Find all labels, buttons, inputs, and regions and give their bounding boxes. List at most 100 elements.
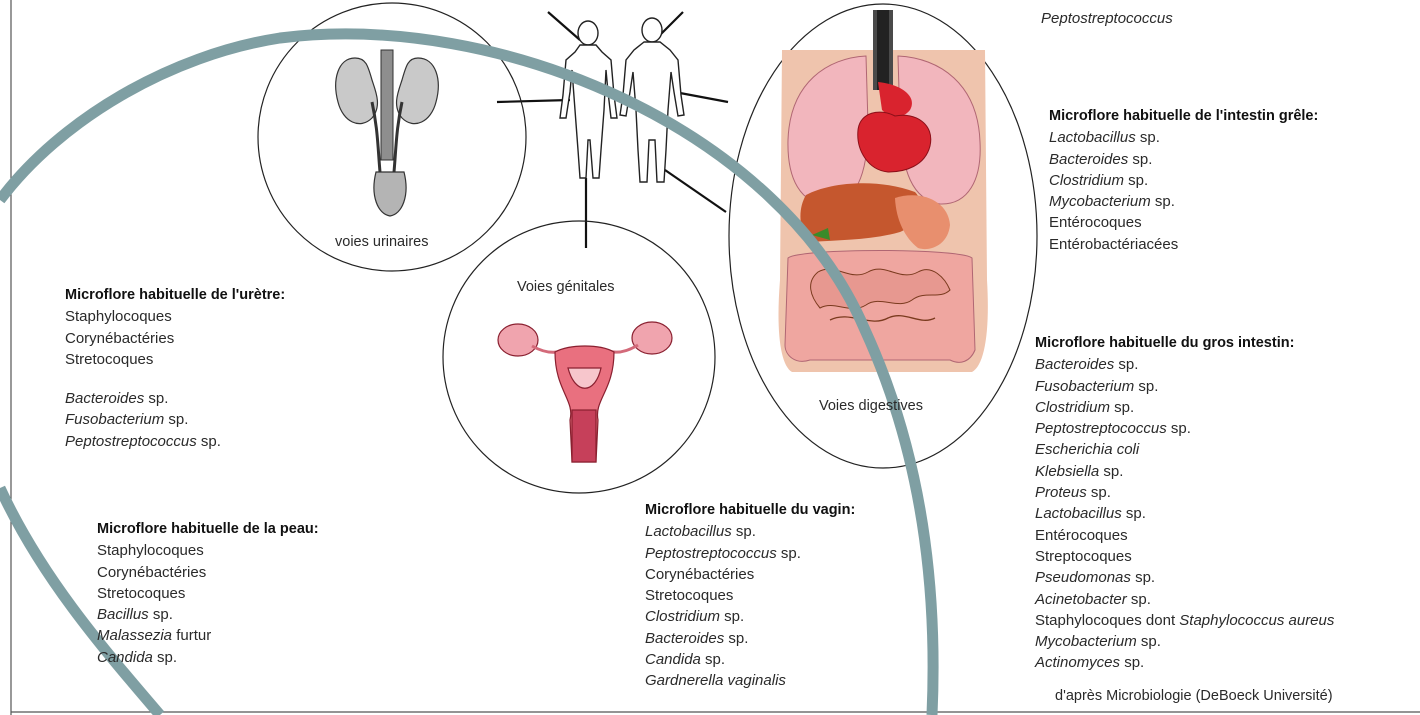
list-item: Staphylocoques (65, 306, 285, 327)
list-item: Gardnerella vaginalis (645, 670, 855, 691)
list-item: Clostridium sp. (645, 606, 855, 627)
list-item: Peptostreptococcus sp. (1035, 418, 1334, 439)
label-genital: Voies génitales (517, 279, 615, 295)
list-item: Peptostreptococcus sp. (65, 431, 285, 452)
list-item: Stretocoques (645, 585, 855, 606)
item-suffix: sp. (1167, 420, 1191, 437)
list-item: Klebsiella sp. (1035, 461, 1334, 482)
label-digestive: Voies digestives (819, 398, 923, 414)
list-item: Entérobactériacées (1049, 234, 1318, 255)
list-item: Bacillus sp. (97, 604, 319, 625)
list-item: Mycobacterium sp. (1049, 191, 1318, 212)
small-intestine-block: Microflore habituelle de l'intestin grêl… (1049, 106, 1318, 255)
species-name: Mycobacterium (1035, 633, 1137, 650)
item-text: Corynébactéries (645, 566, 754, 583)
list-item: Malassezia furtur (97, 625, 319, 646)
species-name: Clostridium (1035, 399, 1110, 416)
species-name: Acinetobacter (1035, 591, 1127, 608)
item-suffix: sp. (777, 545, 801, 562)
large-intestine-block: Microflore habituelle du gros intestin:B… (1035, 333, 1334, 674)
list-item: Candida sp. (645, 649, 855, 670)
list-item: Clostridium sp. (1035, 397, 1334, 418)
item-suffix: sp. (1136, 129, 1160, 146)
list-item: Mycobacterium sp. (1035, 631, 1334, 652)
list-item: Entérocoques (1035, 525, 1334, 546)
item-suffix: sp. (1110, 399, 1134, 416)
list-item: Candida sp. (97, 647, 319, 668)
list-item: Corynébactéries (645, 564, 855, 585)
item-suffix: sp. (732, 523, 756, 540)
item-suffix: sp. (701, 651, 725, 668)
species-name: Malassezia (97, 627, 172, 644)
species-name: Actinomyces (1035, 654, 1120, 671)
item-suffix: sp. (197, 433, 221, 450)
list-item: Bacteroides sp. (1049, 149, 1318, 170)
species-name: Mycobacterium (1049, 193, 1151, 210)
species-name: Lactobacillus (1049, 129, 1136, 146)
item-suffix: furtur (172, 627, 211, 644)
species-name: Escherichia coli (1035, 441, 1139, 458)
item-suffix: sp. (1137, 633, 1161, 650)
list-item: Lactobacillus sp. (1049, 127, 1318, 148)
spacer (65, 370, 285, 388)
block-title: Microflore habituelle de la peau: (97, 519, 319, 540)
item-text: Stretocoques (645, 587, 733, 604)
species-name: Bacteroides (1049, 151, 1128, 168)
list-item: Bacteroides sp. (65, 388, 285, 409)
connector-lines (497, 12, 728, 248)
top-item-peptostreptococcus: Peptostreptococcus (1041, 8, 1173, 29)
list-item: Corynébactéries (97, 562, 319, 583)
list-item: Pseudomonas sp. (1035, 567, 1334, 588)
species-name: Candida (97, 649, 153, 666)
list-item: Clostridium sp. (1049, 170, 1318, 191)
source-credit: d'après Microbiologie (DeBoeck Universit… (1055, 686, 1333, 707)
item-text: Staphylocoques (97, 542, 204, 559)
item-suffix: sp. (1128, 151, 1152, 168)
list-item: Lactobacillus sp. (1035, 503, 1334, 524)
species-name: Clostridium (1049, 172, 1124, 189)
item-suffix: sp. (1122, 505, 1146, 522)
list-item: Stretocoques (97, 583, 319, 604)
item-text: Streptocoques (1035, 548, 1132, 565)
species-name: Peptostreptococcus (645, 545, 777, 562)
item-text: Entérobactériacées (1049, 236, 1178, 253)
species-name: Peptostreptococcus (65, 433, 197, 450)
item-suffix: sp. (1131, 569, 1155, 586)
list-item: Streptocoques (1035, 546, 1334, 567)
urethra-block: Microflore habituelle de l'urètre:Staphy… (65, 285, 285, 452)
species-name: Lactobacillus (1035, 505, 1122, 522)
species-name: Fusobacterium (65, 411, 164, 428)
block-title: Microflore habituelle de l'urètre: (65, 285, 285, 306)
digestive-organs-icon (779, 10, 988, 372)
list-item: Staphylocoques (97, 540, 319, 561)
species-name: Staphylococcus aureus (1179, 612, 1334, 629)
species-name: Lactobacillus (645, 523, 732, 540)
species-name: Bacteroides (1035, 356, 1114, 373)
item-suffix: sp. (1134, 378, 1158, 395)
species-name: Bacillus (97, 606, 149, 623)
list-item: Actinomyces sp. (1035, 652, 1334, 673)
species-name: Gardnerella vaginalis (645, 672, 786, 689)
item-suffix: sp. (149, 606, 173, 623)
item-suffix: sp. (1127, 591, 1151, 608)
list-item: Peptostreptococcus sp. (645, 543, 855, 564)
species-name: Pseudomonas (1035, 569, 1131, 586)
item-suffix: sp. (1087, 484, 1111, 501)
list-item: Proteus sp. (1035, 482, 1334, 503)
item-suffix: sp. (724, 630, 748, 647)
list-item: Fusobacterium sp. (65, 409, 285, 430)
species-name: Candida (645, 651, 701, 668)
item-suffix: sp. (1151, 193, 1175, 210)
species-name: Klebsiella (1035, 463, 1099, 480)
block-title: Microflore habituelle de l'intestin grêl… (1049, 106, 1318, 127)
species-name: Bacteroides (65, 390, 144, 407)
uterus-icon (498, 322, 672, 462)
item-suffix: sp. (153, 649, 177, 666)
skin-block: Microflore habituelle de la peau: Staphyl… (97, 519, 319, 668)
item-text: Stretocoques (97, 585, 185, 602)
list-item: Staphylocoques dont Staphylococcus aureu… (1035, 610, 1334, 631)
list-item: Corynébactéries (65, 328, 285, 349)
list-item: Acinetobacter sp. (1035, 589, 1334, 610)
list-item: Bacteroides sp. (1035, 354, 1334, 375)
list-item: Bacteroides sp. (645, 628, 855, 649)
